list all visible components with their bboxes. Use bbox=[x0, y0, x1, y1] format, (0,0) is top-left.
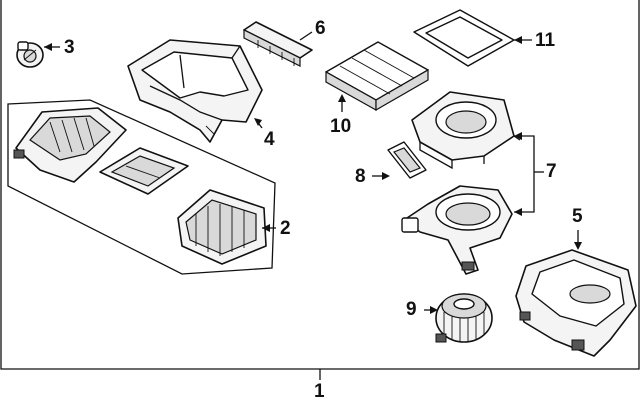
part-8-gasket bbox=[372, 141, 427, 180]
callout-2: 2 bbox=[280, 218, 291, 239]
part-7-blower-scroll bbox=[401, 185, 513, 275]
part-5-lower-housing bbox=[515, 230, 637, 357]
callout-5: 5 bbox=[572, 206, 583, 227]
part-4-upper-housing bbox=[127, 39, 263, 143]
part-6-connector-strip bbox=[243, 21, 313, 67]
callout-1: 1 bbox=[314, 381, 325, 402]
callout-3: 3 bbox=[64, 37, 75, 58]
callout-6: 6 bbox=[315, 18, 326, 39]
callout-8: 8 bbox=[355, 166, 366, 187]
callout-9: 9 bbox=[406, 299, 417, 320]
part-9-blower-motor bbox=[424, 293, 493, 343]
part-7-blower-housing-upper bbox=[411, 91, 521, 170]
callout-4: 4 bbox=[264, 129, 275, 150]
subassembly-box bbox=[7, 99, 276, 275]
callout-11: 11 bbox=[535, 30, 556, 51]
assembly-frame bbox=[0, 0, 640, 380]
callout-10: 10 bbox=[330, 116, 352, 137]
part-7-bracket bbox=[514, 132, 544, 216]
part-2-duct-pieces bbox=[13, 107, 276, 265]
part-10-filter bbox=[325, 41, 429, 112]
callout-7: 7 bbox=[546, 161, 557, 182]
part-3-actuator bbox=[16, 41, 60, 68]
part-11-seal-frame bbox=[413, 9, 532, 67]
